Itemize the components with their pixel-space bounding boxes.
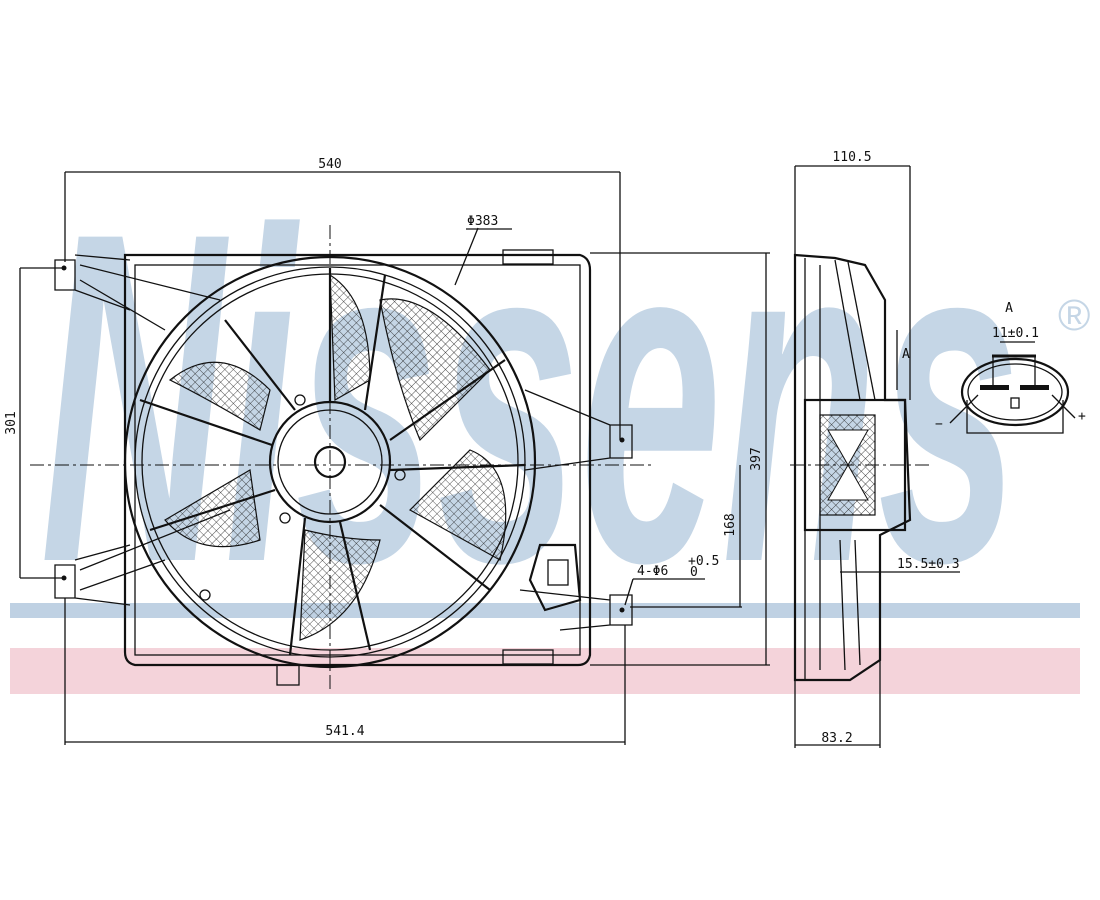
dim-hole-tol-lower: 0	[690, 565, 698, 580]
side-dimensions: 110.5 83.2 15.5±0.3	[794, 150, 960, 748]
section-label-a: A	[902, 347, 910, 362]
dim-pin-spacing: 11±0.1	[992, 326, 1039, 341]
detail-title: A	[1005, 301, 1013, 316]
minus-terminal-label: −	[935, 417, 943, 432]
front-view	[30, 225, 655, 690]
dim-width-bottom: 541.4	[325, 724, 364, 739]
dim-fan-diameter: Φ383	[467, 214, 498, 229]
dim-width-top: 540	[318, 157, 341, 172]
connector-detail: A 11±0.1 − +	[935, 301, 1086, 434]
dim-connector-offset: 15.5±0.3	[897, 557, 960, 572]
pink-stripe	[10, 648, 1080, 694]
side-view: A	[790, 253, 930, 682]
dim-holes: 4-Φ6	[637, 564, 668, 579]
dim-hole-tol-upper: +0.5	[688, 554, 719, 569]
front-dimensions: 540 Φ383 301 397 168 4-Φ6 +0.5 0 541.4	[4, 157, 770, 745]
plus-terminal-label: +	[1078, 409, 1086, 424]
dim-height: 397	[749, 447, 764, 470]
dim-center-offset: 168	[723, 513, 738, 536]
dim-depth-bottom: 83.2	[821, 731, 852, 746]
dim-mount-spacing: 301	[4, 411, 19, 434]
dim-depth-top: 110.5	[832, 150, 871, 165]
registered-mark: ®	[1058, 291, 1090, 340]
